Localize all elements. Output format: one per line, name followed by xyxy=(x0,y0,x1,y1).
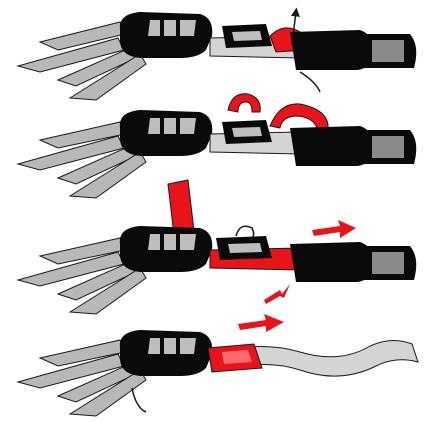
slider xyxy=(216,236,272,260)
step-2-open-slider xyxy=(18,94,416,198)
arrow-small-icon xyxy=(264,284,290,304)
side-release-buckle xyxy=(120,226,212,272)
buckle-female xyxy=(290,30,416,70)
side-release-buckle xyxy=(120,110,212,156)
buckle-female xyxy=(290,242,416,282)
red-loop xyxy=(228,94,260,112)
arrow-right-icon xyxy=(312,220,356,238)
step-3-pull-strap xyxy=(18,180,416,314)
cord xyxy=(300,72,320,92)
step-1-lift-tab xyxy=(18,12,416,100)
step-4-release-slider xyxy=(18,314,418,416)
red-slider xyxy=(208,344,262,372)
arrow-right-icon xyxy=(238,314,284,332)
side-release-buckle xyxy=(120,330,212,376)
slider xyxy=(222,120,272,144)
buckle-female xyxy=(290,126,416,166)
cord xyxy=(132,388,146,412)
side-release-buckle xyxy=(120,12,212,58)
slider xyxy=(222,24,272,48)
